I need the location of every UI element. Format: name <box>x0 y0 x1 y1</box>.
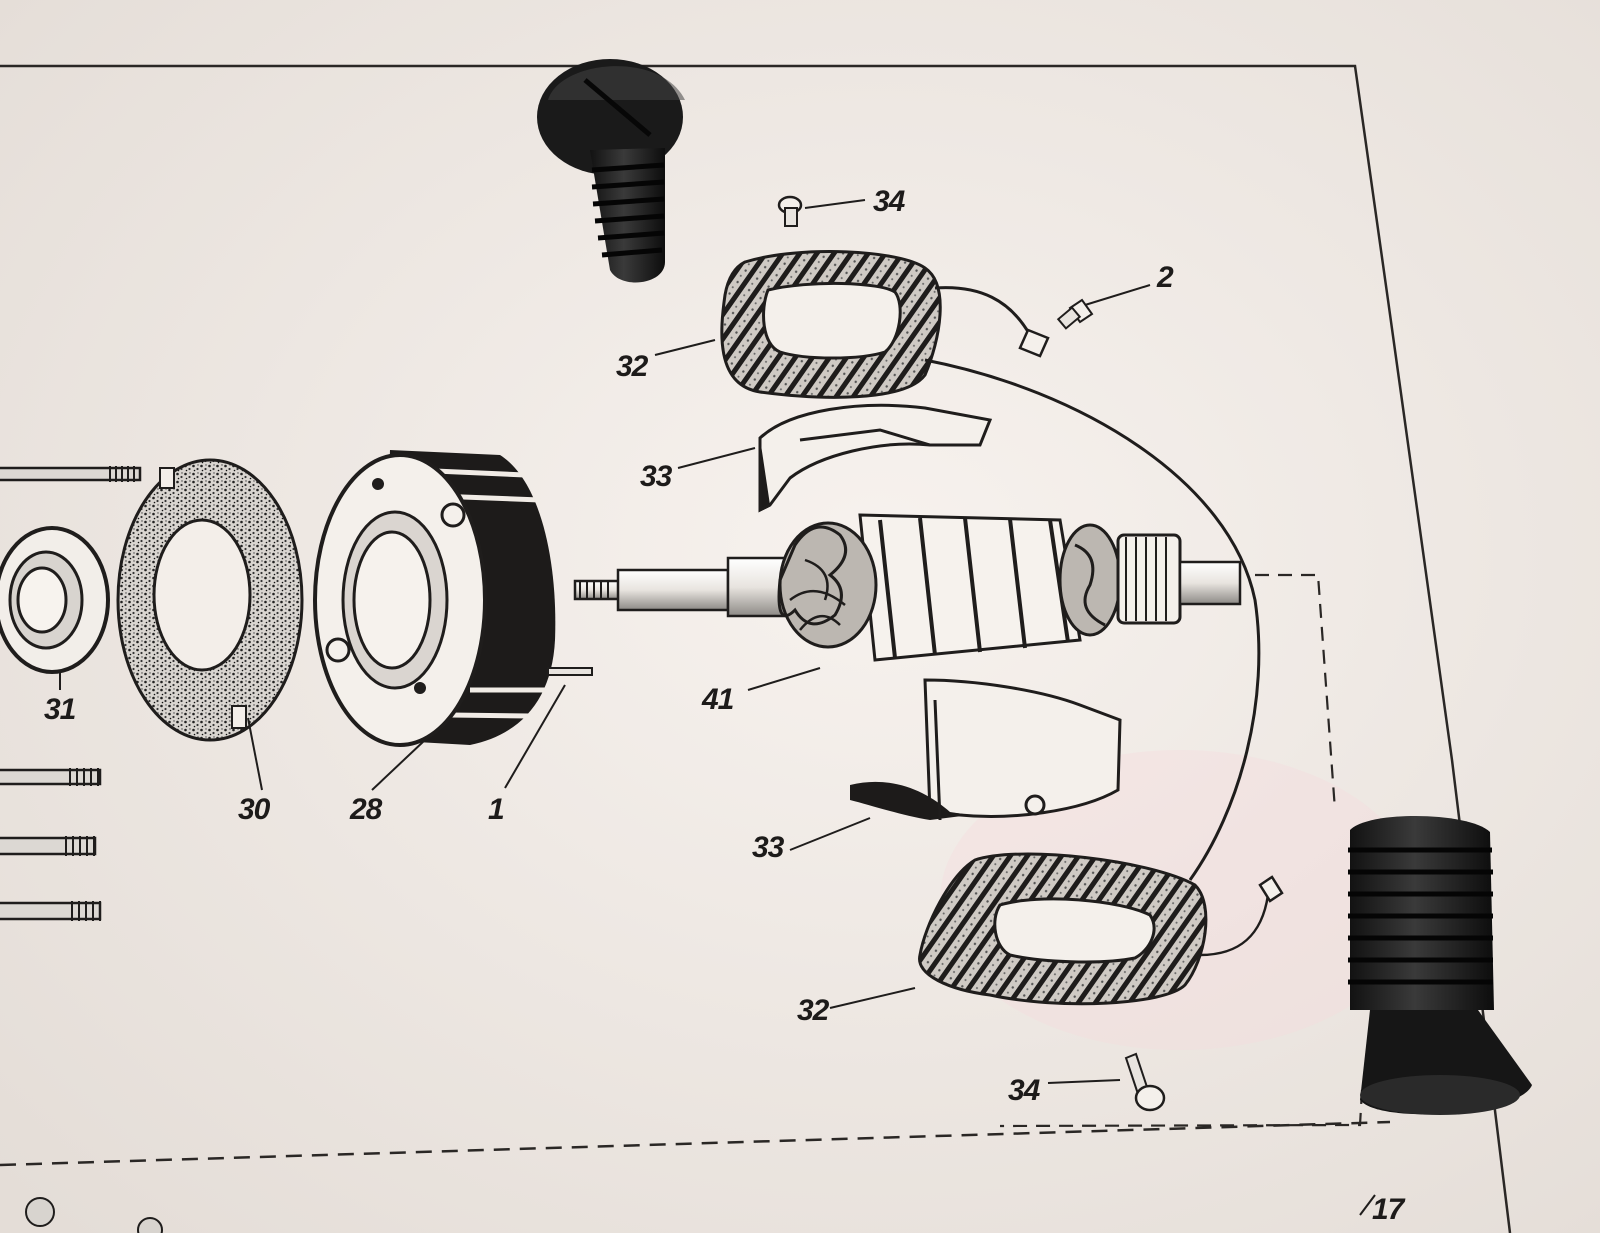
callout-31: 31 <box>44 693 76 726</box>
terminal-lug-top <box>1018 328 1050 358</box>
key-1 <box>547 667 593 676</box>
pole-shoe-33-bottom <box>850 678 1122 821</box>
callout-1: 1 <box>488 793 505 826</box>
field-coil-32-bottom <box>918 852 1208 1006</box>
coil-lead-top-short <box>934 286 1032 336</box>
photo-bolt-top <box>537 59 685 283</box>
callout-32-bottom: 32 <box>797 994 829 1027</box>
coil-lead-bottom <box>1199 894 1270 957</box>
callout-32-top: 32 <box>616 350 648 383</box>
bearing-31 <box>0 526 110 674</box>
field-coil-32-top <box>720 250 942 399</box>
callout-41: 41 <box>702 683 734 716</box>
rod-threads <box>65 466 135 921</box>
coil-connecting-wire <box>924 358 1261 881</box>
callout-2: 2 <box>1157 261 1174 294</box>
pole-shoe-33-top <box>758 403 993 513</box>
callout-34-bottom: 34 <box>1008 1074 1040 1107</box>
terminal-lug-bottom <box>1258 875 1284 903</box>
tie-rods <box>0 466 142 921</box>
armature-41 <box>573 513 1242 662</box>
leader-lines <box>59 199 1376 1216</box>
gasket-30 <box>116 458 304 742</box>
screw-34-bottom <box>1124 1052 1166 1112</box>
photo-bolt-bottom <box>1348 815 1532 1115</box>
callout-28: 28 <box>350 793 382 826</box>
end-housing-28 <box>313 450 556 747</box>
screw-34-top <box>777 195 803 227</box>
dashed-bracket <box>999 573 1364 1128</box>
dashed-bottom-line <box>0 1120 1391 1167</box>
partial-screws-bottom-left <box>25 1197 163 1233</box>
callout-30: 30 <box>238 793 270 826</box>
callout-33-bottom: 33 <box>752 831 784 864</box>
callout-33-top: 33 <box>640 460 672 493</box>
callout-17: 17 <box>1372 1193 1404 1226</box>
callout-34-top: 34 <box>873 185 905 218</box>
screw-2 <box>1056 298 1094 330</box>
